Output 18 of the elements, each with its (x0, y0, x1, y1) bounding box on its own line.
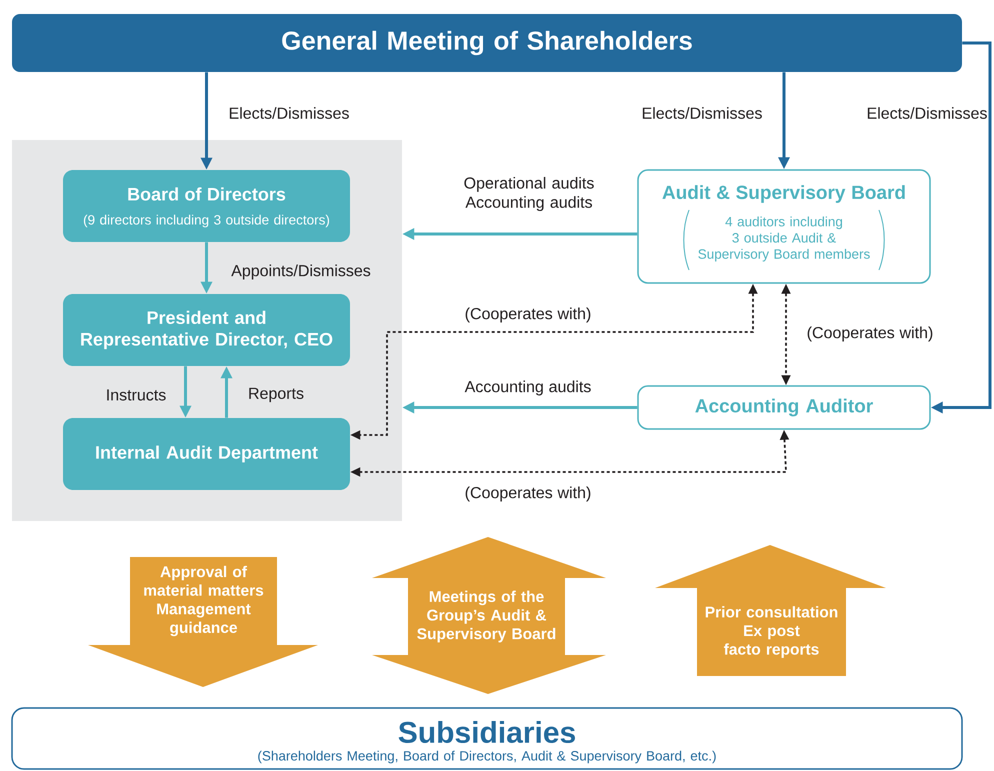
edge-label: Elects/Dismisses (868, 107, 987, 119)
header-bar: General Meeting of Shareholders (12, 14, 962, 72)
edge-label: Elects/Dismisses (230, 107, 349, 119)
edge-label: Accounting audits (464, 380, 591, 396)
edge-label: (Cooperates with) (808, 326, 932, 342)
edge-label: Operational audits Accounting audits (464, 176, 594, 212)
edge-label: (Cooperates with) (466, 486, 590, 502)
edge-label: Reports (249, 388, 304, 402)
footer-box: Subsidiaries (Shareholders Meeting, Board of Directors, Audit & Supervisory Board, etc.) (11, 707, 963, 770)
process-box: President and Representative Director, CEO (63, 294, 350, 366)
process-box: Accounting Auditor (637, 385, 931, 430)
edge-label: Instructs (107, 389, 166, 401)
edge-label: Elects/Dismisses (642, 107, 762, 119)
edge-label: Appoints/Dismisses (231, 264, 370, 280)
edge-label: (Cooperates with) (466, 308, 590, 322)
process-box: Board of Directors (9 directors including 3 outside directors) (63, 170, 350, 242)
process-box: Audit & Supervisory Board 4 auditors including 3 outside Audit & Supervisory Board members (637, 169, 931, 284)
process-box: Internal Audit Department (63, 418, 350, 490)
